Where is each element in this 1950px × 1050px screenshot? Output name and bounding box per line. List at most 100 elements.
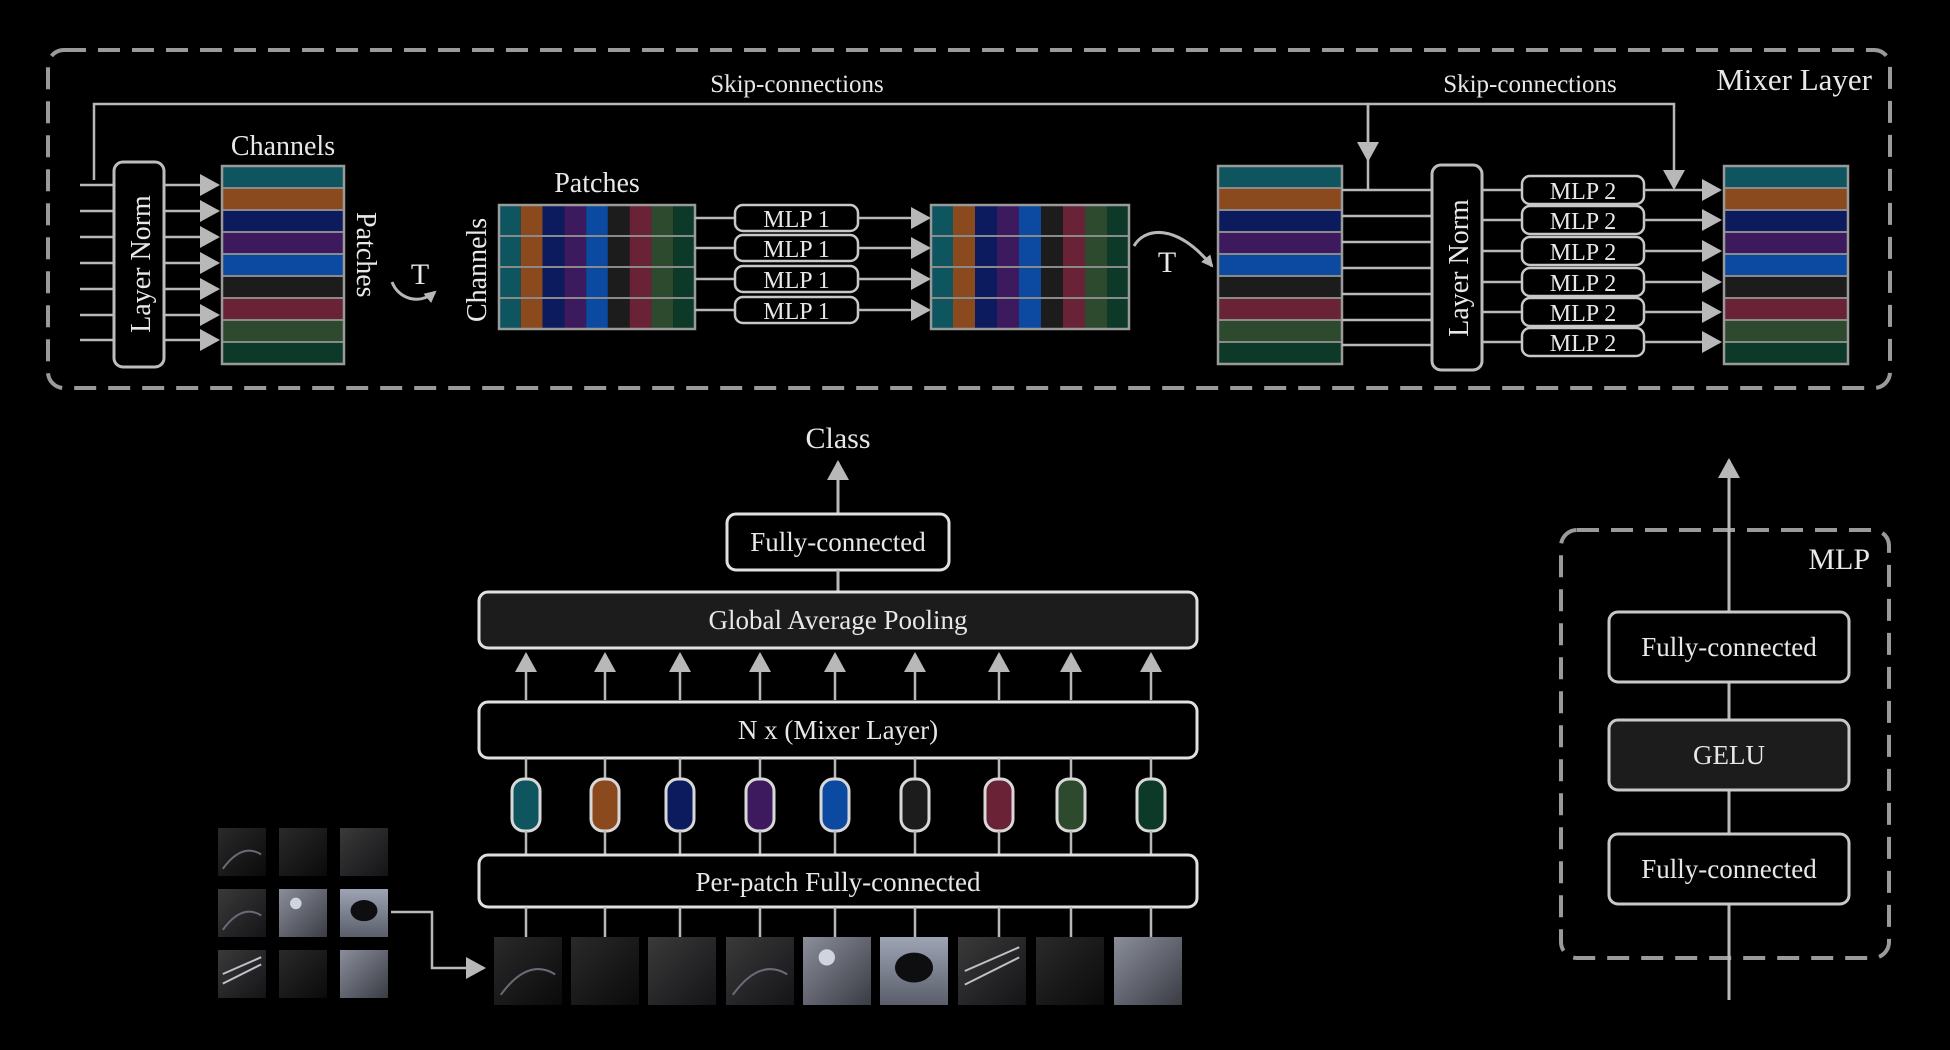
table1-row-4 xyxy=(221,231,345,255)
table5-frame xyxy=(1722,164,1850,366)
table4-row-9 xyxy=(1217,341,1343,365)
skip-connection-label-2: Skip-connections xyxy=(1443,71,1617,98)
mlp1-label-1: MLP 1 xyxy=(763,207,829,233)
patches-label: Patches xyxy=(554,168,640,199)
per-patch-fc-label: Per-patch Fully-connected xyxy=(695,867,981,897)
layer-norm-1-arrows xyxy=(164,174,220,351)
table1-row-5 xyxy=(221,253,345,277)
mlp2-label-2: MLP 2 xyxy=(1550,209,1616,235)
global-average-pooling-label: Global Average Pooling xyxy=(709,605,968,635)
table4-row-3 xyxy=(1217,209,1343,233)
mixer-layer-block: Mixer Layer Skip-connections Skip-connec… xyxy=(46,48,1892,390)
grid-patch-3 xyxy=(340,828,388,876)
table4-output-lines xyxy=(1342,188,1432,347)
table3-frame xyxy=(929,203,1131,331)
patch-token-3 xyxy=(664,777,696,833)
mlp2-label-5: MLP 2 xyxy=(1550,301,1616,327)
head-fully-connected-label: Fully-connected xyxy=(750,527,926,557)
layer-norm-box-2 xyxy=(1430,163,1484,372)
strip-patch-1-shape xyxy=(499,968,556,996)
patch-channel-table-5 xyxy=(1722,164,1850,366)
mlp-block-title: MLP xyxy=(1808,543,1870,576)
table5-row-5 xyxy=(1723,253,1849,277)
patches-label-vertical: Patches xyxy=(350,212,381,298)
mlp2-label-6: MLP 2 xyxy=(1550,331,1616,357)
table1-row-2 xyxy=(221,187,345,211)
table4-frame xyxy=(1216,164,1344,366)
table5-row-7 xyxy=(1723,297,1849,321)
transpose-label-1: T xyxy=(411,258,429,291)
table5-row-6 xyxy=(1723,275,1849,299)
grid-patch-6-shape xyxy=(350,900,378,922)
gelu-label: GELU xyxy=(1693,740,1765,770)
transpose-arrow-1 xyxy=(390,281,437,303)
channels-label-vertical: Channels xyxy=(462,218,493,322)
channels-label: Channels xyxy=(231,131,335,162)
grid-patch-2 xyxy=(279,828,327,876)
skip-connection-label-1: Skip-connections xyxy=(710,71,884,98)
patch-token-4 xyxy=(744,777,776,833)
table5-row-1 xyxy=(1723,165,1849,189)
mixer-to-pooling-arrows xyxy=(515,652,1162,700)
mlp-fc-top-label: Fully-connected xyxy=(1641,632,1817,662)
mlp-fc-bottom-label: Fully-connected xyxy=(1641,854,1817,884)
grid-patch-5-shape xyxy=(290,897,302,910)
image-patch-grid xyxy=(218,828,388,998)
grid-patch-4-shape xyxy=(221,910,262,931)
table4-row-5 xyxy=(1217,253,1343,277)
table5-row-8 xyxy=(1723,319,1849,343)
layer-norm-box-1 xyxy=(112,160,166,369)
mixer-stack-label: N x (Mixer Layer) xyxy=(738,715,938,745)
patch-token-5 xyxy=(819,777,851,833)
transpose-arrow-2 xyxy=(1132,230,1214,268)
image-patch-sequence xyxy=(494,937,1182,1005)
strip-patch-2 xyxy=(571,937,639,1005)
table5-row-3 xyxy=(1723,209,1849,233)
skip-connection-2 xyxy=(1366,102,1685,190)
strip-patch-9 xyxy=(1114,937,1182,1005)
table4-row-4 xyxy=(1217,231,1343,255)
global-average-pooling-box xyxy=(477,590,1199,650)
mlp-fc-top-box xyxy=(1607,610,1851,684)
patch-token-1 xyxy=(510,777,542,833)
table1-row-9 xyxy=(221,341,345,365)
mlp2-label-1: MLP 2 xyxy=(1550,179,1616,205)
table1-row-8 xyxy=(221,319,345,343)
patch-to-fc-lines xyxy=(524,907,1153,937)
grid-patch-7-shape xyxy=(222,956,262,985)
patch-token-9 xyxy=(1135,777,1167,833)
mlp1-label-2: MLP 1 xyxy=(763,237,829,263)
strip-patch-3 xyxy=(648,937,716,1005)
table1-row-1 xyxy=(221,165,345,189)
grid-patch-8 xyxy=(279,950,327,998)
table5-row-2 xyxy=(1723,187,1849,211)
mlp1-row: MLP 1 MLP 1 MLP 1 MLP 1 xyxy=(695,203,931,325)
gelu-box xyxy=(1607,718,1851,792)
layer-norm-label-2: Layer Norm xyxy=(1444,199,1475,337)
table5-row-4 xyxy=(1723,231,1849,255)
mixer-layer-title: Mixer Layer xyxy=(1716,62,1872,97)
mlp-detail-block: MLP Fully-connected GELU Fully-connected xyxy=(1559,458,1891,1000)
table5-row-9 xyxy=(1723,341,1849,365)
table4-row-7 xyxy=(1217,297,1343,321)
patch-tokens xyxy=(510,758,1167,855)
mlp2-label-3: MLP 2 xyxy=(1550,240,1616,266)
table4-row-8 xyxy=(1217,319,1343,343)
patch-token-8 xyxy=(1055,777,1087,833)
transpose-label-2: T xyxy=(1158,246,1176,279)
table4-row-1 xyxy=(1217,165,1343,189)
strip-patch-5-shape xyxy=(818,949,835,966)
table2-frame xyxy=(497,203,697,331)
strip-patch-5 xyxy=(803,937,871,1005)
input-lines xyxy=(80,183,114,342)
channel-patch-table-3 xyxy=(929,203,1131,331)
mixer-layer-border xyxy=(46,48,1892,390)
patch-token-6 xyxy=(899,777,931,833)
table4-row-2 xyxy=(1217,187,1343,211)
grid-to-sequence-arrow xyxy=(391,910,486,979)
mlp1-label-4: MLP 1 xyxy=(763,299,829,325)
mlp1-label-3: MLP 1 xyxy=(763,268,829,294)
class-label: Class xyxy=(805,422,870,455)
